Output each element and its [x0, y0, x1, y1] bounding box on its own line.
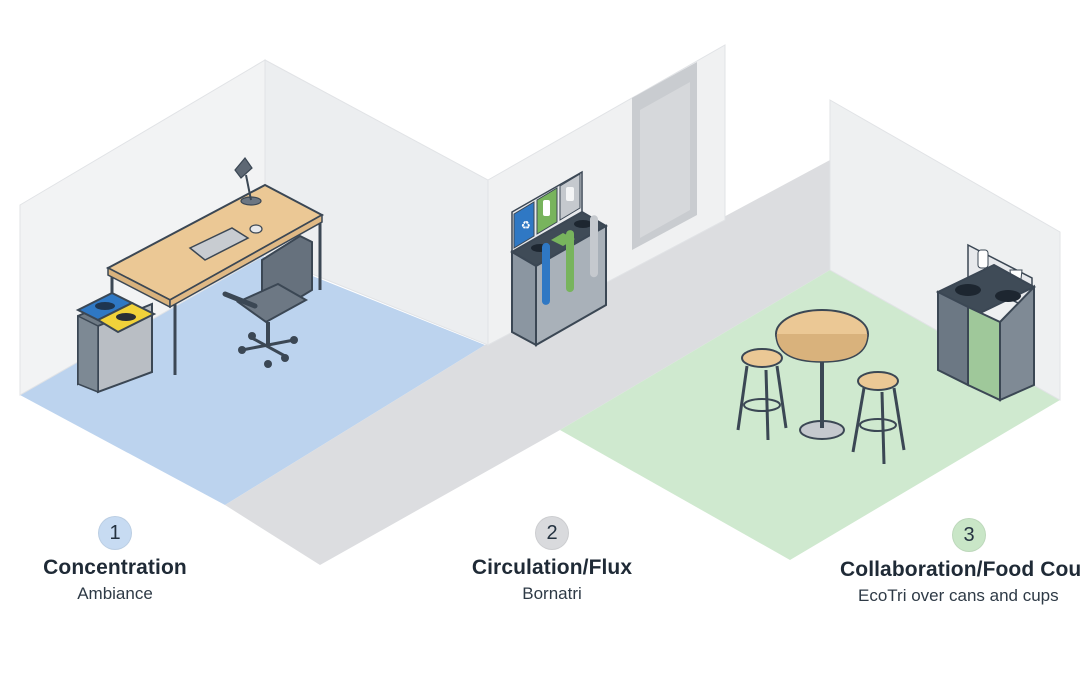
- zone-3-title: Collaboration/Food Cou: [840, 558, 1080, 581]
- zone-1-number: 1: [109, 521, 121, 544]
- high-table: [775, 309, 869, 440]
- zone-2-number: 2: [546, 521, 558, 544]
- zone-1-floor: [20, 255, 485, 505]
- zone-3-number: 3: [963, 523, 975, 546]
- zone-3-label: 3 Collaboration/Food Cou EcoTri over can…: [840, 518, 1080, 606]
- mouse: [249, 224, 263, 234]
- stool-left: [736, 348, 788, 441]
- desk-lamp-icon: [234, 157, 262, 206]
- zone-1-badge: 1: [98, 516, 132, 550]
- bottle-icon: [536, 187, 558, 235]
- recycle-icon: ♻: [513, 201, 535, 249]
- zone-2-badge: 2: [535, 516, 569, 550]
- cup-icon: [559, 173, 581, 221]
- zone-2-title: Circulation/Flux: [471, 556, 633, 579]
- laptop-icon: [188, 227, 250, 261]
- zone-2-label: 2 Circulation/Flux Bornatri: [452, 516, 652, 604]
- zone-2-floor: [225, 160, 830, 565]
- ecotri-station: [935, 243, 1037, 402]
- zone-1-label: 1 Concentration Ambiance: [25, 516, 205, 604]
- zone-2-subtitle: Bornatri: [522, 584, 582, 603]
- desk: [105, 157, 325, 375]
- doorway-inner: [640, 82, 690, 238]
- zone-3-badge: 3: [952, 518, 986, 552]
- stool-right: [851, 371, 906, 465]
- bottle-icon: [977, 249, 989, 269]
- zone-3-floor: [560, 270, 1060, 560]
- svg-text:♻: ♻: [521, 219, 531, 232]
- sorting-station: ♻: [510, 170, 608, 347]
- zone-1-bins: [75, 291, 157, 394]
- zone-3-subtitle: EcoTri over cans and cups: [858, 586, 1059, 605]
- office-chair: [222, 234, 313, 368]
- zone-1-title: Concentration: [43, 556, 187, 579]
- zone-1-subtitle: Ambiance: [77, 584, 153, 603]
